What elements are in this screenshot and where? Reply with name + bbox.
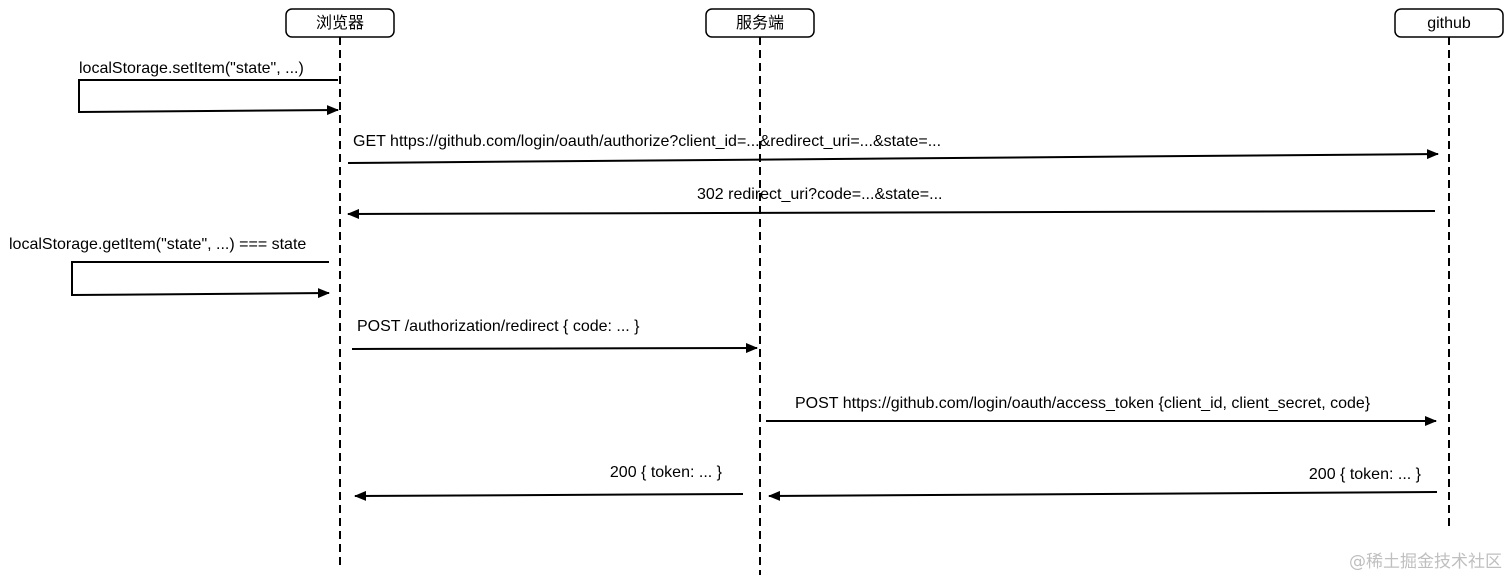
message-arrow-m3	[347, 208, 1436, 219]
message-label-m7: 200 { token: ... }	[610, 464, 723, 481]
watermark-text: @稀土掘金技术社区	[1349, 552, 1502, 572]
message-label-m2: GET https://github.com/login/oauth/autho…	[353, 133, 941, 150]
message-label-m1: localStorage.setItem("state", ...)	[79, 60, 304, 77]
participant-label-server: 服务端	[736, 14, 784, 32]
participant-box-browser	[285, 8, 395, 38]
participant-label-browser: 浏览器	[316, 14, 364, 32]
participant-box-github	[1394, 8, 1504, 38]
message-label-m6: POST https://github.com/login/oauth/acce…	[795, 395, 1371, 412]
message-arrow-m8	[768, 490, 1438, 501]
message-arrow-m4	[71, 261, 330, 299]
message-arrow-m5	[351, 343, 758, 354]
message-arrow-m7	[354, 490, 744, 501]
message-arrow-m1	[78, 79, 339, 116]
participant-box-server	[705, 8, 815, 38]
message-arrow-m2	[347, 149, 1439, 164]
participant-label-github: github	[1427, 15, 1471, 32]
message-label-m3: 302 redirect_uri?code=...&state=...	[697, 186, 942, 203]
message-label-m5: POST /authorization/redirect { code: ...…	[357, 318, 640, 335]
message-label-m8: 200 { token: ... }	[1309, 466, 1422, 483]
message-label-m4: localStorage.getItem("state", ...) === s…	[9, 236, 306, 253]
